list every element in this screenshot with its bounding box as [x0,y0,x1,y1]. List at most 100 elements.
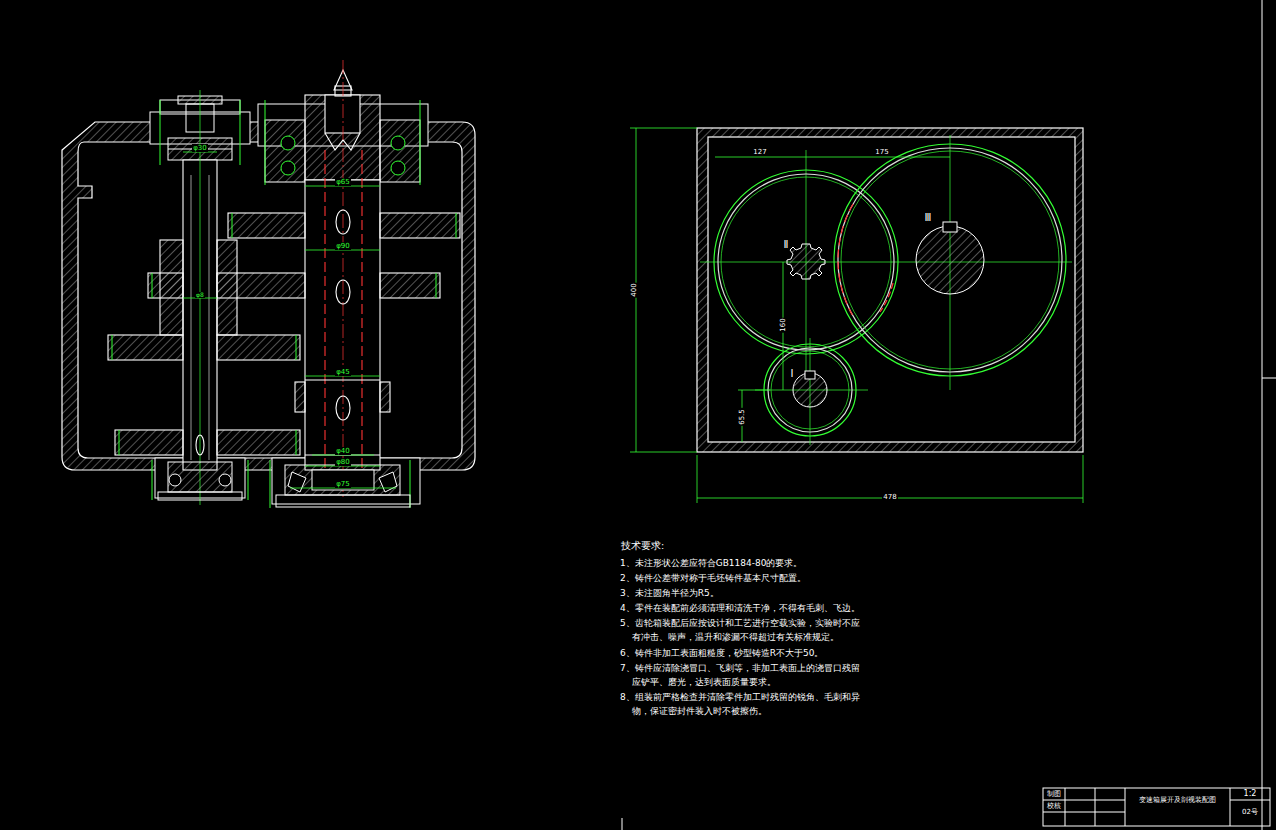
gear-teeth-marks-part [119,430,120,455]
upper-bearings-part [281,136,295,150]
gear-circles-part [718,174,894,350]
housing-section [62,104,475,504]
gear-teeth-marks-part [152,273,153,298]
gears-section-part [160,240,183,335]
gears-section-part [217,335,300,360]
dimension-lines-right-part [738,390,770,391]
main-spindle-part [336,396,350,420]
gear-circles-part [838,204,853,316]
title-block-part [1065,788,1066,826]
main-spindle-part [325,95,360,133]
technical-note: 8、组装前严格检查并清除零件加工时残留的锐角、毛刺和异物，保证密封件装入时不被擦… [620,690,863,718]
main-spindle-part [305,379,380,380]
dimension-lines-right-part [715,157,806,158]
upper-bearings-part [391,161,405,175]
title-block-part [1230,800,1270,801]
main-spindle [305,60,380,500]
gearbox-outline-part [708,137,1075,442]
gears-section-part [295,382,305,412]
lower-bearings [158,462,410,507]
gears-section-part [217,240,237,335]
shaft-number: Ⅰ [790,368,795,380]
gears-section-part [228,213,305,238]
gear-teeth-marks-part [248,460,249,500]
gear-circles-part [841,151,1059,369]
dimension-lines-right-part [806,157,950,158]
dimension-lines-right-part [697,455,698,503]
upper-bearings-part [281,161,295,175]
dimension-lines-right-part [630,128,697,129]
main-spindle-part [336,280,350,304]
countershaft-part [209,175,210,460]
title-cell: 校核 [1046,802,1062,810]
dimension-lines-right [630,128,1083,503]
gear-teeth-marks-part [232,213,233,238]
shaft-sections-part [943,222,957,232]
countershaft [183,90,217,505]
shaft-sections-part [787,244,825,279]
upper-bearings-part [391,136,405,150]
lower-bearings-part [288,472,306,492]
dimension-text: φ40 [335,447,351,455]
lower-bearings-part [219,474,231,486]
main-spindle-part [361,150,362,470]
technical-note: 5、齿轮箱装配后应按设计和工艺进行空载实验，实验时不应有冲击、噪声，温升和渗漏不… [620,616,863,644]
dimension-text: φ75 [335,480,351,488]
main-spindle-part [336,210,350,234]
gear-teeth-marks-part [270,460,271,508]
lower-bearings-part [168,462,232,492]
gear-teeth-marks-part [436,273,437,298]
centre-lines [700,135,1072,445]
lower-bearings-part [312,470,374,490]
lower-bearings-part [276,495,410,507]
countershaft-part [196,435,204,455]
technical-note: 2、铸件公差带对称于毛坯铸件基本尺寸配置。 [620,571,863,585]
dimension-text: 127 [752,148,767,156]
dimension-text: 400 [630,282,638,297]
sheet-frame-part [1262,0,1263,830]
gears-section-part [380,382,390,412]
gears-section [108,213,460,455]
main-spindle-part [305,95,380,180]
gear-circles-part [721,177,891,347]
dimension-text: 160 [779,317,787,332]
sheet-frame-part [1262,378,1276,379]
lower-bearings-part [285,465,400,495]
title-block-part [1095,788,1096,826]
scale-text: 1:2 [1243,789,1258,798]
title-block [1043,788,1270,826]
centre-lines-part [700,262,1072,263]
housing-section-part [78,142,462,458]
technical-note: 6、铸件非加工表面粗糙度，砂型铸造R不大于50。 [620,646,863,660]
dimension-text: φ80 [335,458,351,466]
dimension-lines-right-part [630,452,697,453]
gear-teeth-marks-part [112,335,113,360]
shaft-number: Ⅲ [924,212,933,224]
lower-bearings-part [379,472,397,492]
shaft-sections-part [805,371,815,379]
gears-section-part [380,213,460,238]
gear-teeth-marks-part [456,213,457,238]
title-block-part [1043,788,1270,826]
gear-teeth-marks-part [420,100,421,185]
gear-circles [714,144,1066,436]
upper-bearings-part [380,120,420,182]
drawing-title: 变速箱展开及剖视装配图 [1138,796,1217,804]
shaft-sections-part [916,226,984,294]
main-spindle-part [324,150,325,470]
dimension-lines-right-part [1083,455,1084,503]
lower-bearings-part [158,492,242,500]
gear-teeth-marks-part [240,100,241,165]
dimension-text: 175 [874,148,889,156]
upper-bearings-part [265,120,305,182]
dimension-text: φ90 [335,242,351,250]
gear-teeth-marks-part [160,100,161,165]
dimension-text: 65.5 [738,408,746,426]
gear-teeth-marks-part [152,460,153,500]
drawing-number: 02号 [1241,808,1259,816]
gear-circles-part [768,348,852,432]
title-block-part [1125,788,1126,826]
gear-teeth-marks-part [296,335,297,360]
dimension-lines-left [183,152,396,488]
